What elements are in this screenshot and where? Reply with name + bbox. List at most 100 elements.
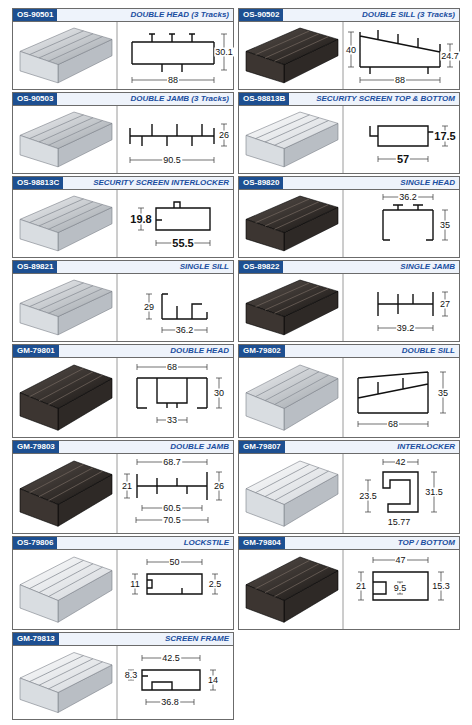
profile-photo	[246, 28, 338, 83]
panel-header: OS-89822SINGLE JAMB	[239, 261, 459, 274]
dimension-line	[433, 325, 434, 331]
product-code: GM-79813	[13, 633, 59, 645]
dimension-line	[383, 194, 384, 200]
dimension-label: 35	[439, 221, 451, 230]
profile-panel-art	[246, 452, 437, 534]
dimension-line	[124, 498, 130, 499]
profile-panel: OS-98813CSECURITY SCREEN INTERLOCKER	[12, 176, 234, 258]
dimension-line	[447, 44, 453, 45]
dimension-line	[138, 230, 144, 231]
product-name: SECURITY SCREEN TOP & BOTTOM	[312, 93, 459, 105]
product-code: OS-90502	[239, 9, 283, 21]
product-code: OS-98813B	[239, 93, 289, 105]
product-code: OS-90501	[13, 9, 57, 21]
profile-panel-art	[20, 644, 216, 720]
dimension-label: 30	[213, 389, 225, 398]
dimension-line	[210, 690, 216, 691]
panel-header: GM-79802DOUBLE SILL	[239, 345, 459, 358]
product-name: LOCKSTILE	[180, 537, 233, 549]
dimension-line	[397, 582, 403, 583]
dimension-label: 17.5	[433, 131, 456, 142]
dimension-line	[208, 517, 209, 523]
profile-photo	[20, 461, 112, 526]
product-name: SCREEN FRAME	[161, 633, 233, 645]
dimension-label: 68	[166, 363, 178, 372]
dimension-line	[431, 472, 437, 473]
dimension-line	[202, 559, 203, 565]
dimension-line	[397, 594, 403, 595]
panel-header: OS-98813B SECURITY SCREEN TOP & BOTTOM	[239, 93, 459, 106]
product-code: OS-89820	[239, 177, 283, 189]
dimension-line	[447, 67, 453, 68]
dimension-line	[348, 32, 354, 33]
panel-header: GM-79804TOP / BOTTOM	[239, 537, 459, 550]
dimension-label: 33	[166, 416, 178, 425]
dimension-line	[210, 240, 211, 246]
dimension-line	[428, 557, 429, 563]
product-code: GM-79804	[239, 537, 285, 549]
dimension-line	[216, 472, 222, 473]
dimension-line	[442, 292, 448, 293]
dimension-line	[378, 156, 379, 162]
panel-header: OS-89821SINGLE SILL	[13, 261, 233, 274]
profile-photo	[246, 196, 338, 251]
dimension-line	[137, 459, 138, 465]
dimension-line	[433, 194, 434, 200]
dimension-line	[212, 594, 218, 595]
dimension-label: 47	[394, 556, 406, 565]
product-code: OS-89821	[13, 261, 57, 273]
dimension-line	[221, 124, 227, 125]
dimension-line	[358, 421, 359, 427]
dimension-label: 30.1	[214, 48, 234, 57]
dimension-line	[216, 408, 222, 409]
profile-panel: GM-79801DOUBLE HEAD	[12, 344, 234, 438]
dimension-line	[132, 574, 138, 575]
profile-photo	[20, 112, 112, 167]
dimension-line	[216, 500, 222, 501]
dimension-line	[358, 600, 364, 601]
dimension-line	[162, 327, 163, 333]
product-name: DOUBLE JAMB (3 Tracks)	[126, 93, 233, 105]
panel-header: OS-90502DOUBLE SILL (3 Tracks)	[239, 9, 459, 22]
product-code: GM-79803	[13, 441, 59, 453]
dimension-line	[142, 655, 143, 661]
dimension-line	[200, 655, 201, 661]
dimension-label: 36.2	[175, 326, 195, 335]
dimension-line	[214, 157, 215, 163]
dimension-line	[202, 505, 203, 511]
dimension-line	[378, 325, 379, 331]
product-code: GM-79802	[239, 345, 285, 357]
profile-panel: OS-98813B SECURITY SCREEN TOP & BOTTOM	[238, 92, 460, 174]
dimension-line	[438, 600, 444, 601]
dimension-line	[207, 364, 208, 370]
dimension-label: 2.5	[208, 580, 223, 589]
profile-photo	[246, 557, 338, 622]
dimension-label: 35	[437, 388, 449, 397]
dimension-line	[130, 157, 131, 163]
profile-panel-art	[20, 188, 210, 258]
dimension-line	[365, 480, 371, 481]
dimension-line	[383, 459, 384, 465]
dimension-label: 11	[129, 580, 140, 589]
dimension-line	[157, 417, 158, 423]
panel-header: GM-79813 SCREEN FRAME	[13, 633, 233, 646]
dimension-line	[207, 327, 208, 333]
dimension-label: 70.5	[162, 516, 182, 525]
dimension-label: 15.77	[387, 518, 412, 527]
dimension-line	[440, 413, 446, 414]
profile-photo	[246, 112, 338, 167]
dimension-line	[428, 156, 429, 162]
product-name: DOUBLE HEAD (3 Tracks)	[126, 9, 233, 21]
profile-panel-art	[20, 548, 218, 630]
dimension-line	[210, 670, 216, 671]
profile-panel-art	[20, 104, 227, 174]
dimension-line	[156, 240, 157, 246]
dimension-label: 26	[213, 482, 225, 491]
dimension-line	[124, 474, 130, 475]
dimension-line	[221, 146, 227, 147]
section-drawing	[124, 459, 222, 523]
dimension-line	[442, 316, 448, 317]
dimension-label: 36.8	[160, 698, 180, 707]
profile-panel: OS-90501 DOUBLE HEAD (3 Tracks)	[12, 8, 234, 90]
dimension-label: 42	[394, 458, 406, 467]
